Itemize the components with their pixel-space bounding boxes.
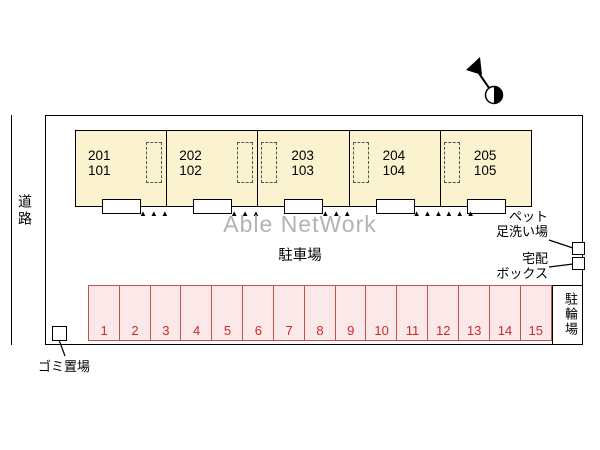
entrance-porch	[193, 199, 233, 214]
entrance-door-outline	[146, 142, 163, 183]
delivery-box-label-line1: 宅配	[521, 251, 548, 266]
space-number: 8	[316, 323, 324, 338]
entrance-marks: ▲▲▲	[444, 209, 478, 218]
space-number: 10	[374, 323, 389, 338]
north-arrow-icon	[466, 57, 504, 105]
parking-space: 7	[272, 285, 306, 341]
unit-number-upper: 203	[291, 148, 314, 163]
property-boundary	[45, 115, 583, 345]
space-number: 14	[497, 323, 513, 338]
parking-space: 11	[396, 285, 429, 341]
unit-204: 204 104 ▲▲▲	[350, 131, 442, 218]
space-number: 15	[528, 323, 543, 338]
garbage-area	[52, 326, 67, 341]
space-number: 3	[162, 323, 170, 338]
entrance-door-outline	[443, 142, 460, 183]
building-outline: 201 101 ▲▲▲ 202 102 ▲▲▲ 203 103 ▲▲▲	[75, 130, 532, 218]
unit-number-lower: 104	[382, 163, 406, 178]
entrance-porch	[375, 199, 415, 214]
parking-spaces: 1 2 3 4 5 6 7 8 9 10 11 12 13 14 15	[88, 285, 552, 341]
entrance-marks: ▲▲▲	[321, 209, 355, 218]
entrance-door-outline	[237, 142, 254, 183]
parking-space: 3	[149, 285, 182, 341]
space-number: 1	[100, 323, 108, 338]
delivery-box-label-line2: ボックス	[496, 266, 548, 281]
space-number: 4	[193, 323, 201, 338]
parking-space: 13	[457, 285, 491, 341]
unit-label: 201 101	[88, 148, 111, 178]
parking-space: 1	[88, 285, 121, 341]
parking-space: 9	[334, 285, 367, 341]
parking-space: 15	[519, 285, 552, 341]
entrance-porch	[102, 199, 141, 214]
unit-number-lower: 103	[291, 163, 314, 178]
parking-space: 5	[211, 285, 244, 341]
unit-label: 204 104	[383, 148, 406, 178]
unit-number-lower: 102	[179, 163, 202, 178]
entrance-porch	[466, 199, 506, 214]
space-number: 12	[436, 323, 451, 338]
parking-space: 8	[303, 285, 337, 341]
parking-space: 12	[427, 285, 460, 341]
parking-space: 6	[242, 285, 275, 341]
pet-wash-label-line1: ペット	[508, 209, 548, 224]
unit-number-lower: 101	[88, 163, 111, 178]
parking-space: 2	[118, 285, 152, 341]
space-number: 5	[223, 323, 232, 338]
parking-lot-label: 駐車場	[278, 248, 322, 264]
road-edge-line	[11, 115, 12, 345]
space-number: 7	[285, 323, 293, 338]
parking-space: 14	[488, 285, 522, 341]
parking-space: 4	[180, 285, 213, 341]
unit-number-upper: 204	[382, 148, 406, 163]
unit-number-upper: 201	[88, 148, 111, 163]
unit-202: 202 102 ▲▲▲	[167, 131, 260, 218]
pet-wash-label: ペット 足洗い場	[460, 209, 548, 239]
entrance-marks: ▲▲▲	[412, 209, 446, 218]
bicycle-parking-area: 駐輪場	[552, 285, 582, 344]
unit-label: 202 102	[179, 148, 202, 178]
pet-wash-label-line2: 足洗い場	[495, 224, 548, 239]
entrance-marks: ▲▲▲	[139, 209, 172, 218]
watermark: Able NetWork	[223, 211, 377, 237]
unit-label: 203 103	[291, 148, 314, 178]
bicycle-parking-label: 駐輪場	[563, 292, 578, 337]
delivery-box	[572, 257, 585, 270]
space-number: 11	[405, 323, 420, 338]
space-number: 2	[131, 323, 139, 338]
garbage-label: ゴミ置場	[38, 359, 91, 374]
entrance-marks: ▲▲▲	[230, 209, 263, 218]
space-number: 9	[347, 323, 355, 338]
unit-number-upper: 205	[473, 148, 497, 163]
unit-number-upper: 202	[179, 148, 202, 163]
space-number: 13	[466, 323, 482, 338]
entrance-porch	[284, 199, 324, 214]
entrance-door-outline	[261, 142, 278, 183]
space-number: 6	[254, 323, 262, 338]
unit-205: 205 105 ▲▲▲	[441, 131, 531, 218]
pet-wash-station	[572, 242, 585, 255]
unit-label: 205 105	[474, 148, 497, 178]
unit-number-lower: 105	[473, 163, 497, 178]
entrance-door-outline	[352, 142, 369, 183]
road-label: 道路	[17, 194, 33, 228]
delivery-box-label: 宅配 ボックス	[460, 251, 548, 281]
unit-203: 203 103 ▲▲▲	[258, 131, 351, 218]
parking-space: 10	[365, 285, 398, 341]
unit-201: 201 101 ▲▲▲	[76, 131, 169, 218]
